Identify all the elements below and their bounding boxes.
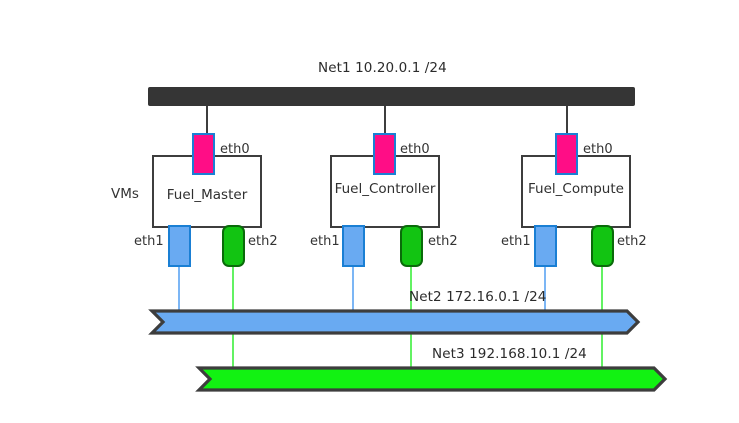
port-eth0-fuel-compute[interactable] [555, 133, 578, 175]
vm-name-fuel-compute: Fuel_Compute [528, 181, 624, 197]
wire-net1-to-fuel-master-eth0 [206, 106, 208, 135]
port-label-eth2-fuel-compute: eth2 [617, 234, 647, 249]
port-label-eth0-fuel-controller: eth0 [400, 142, 430, 157]
port-eth1-fuel-compute[interactable] [534, 225, 557, 267]
vm-name-fuel-master: Fuel_Master [166, 187, 248, 203]
wire-fuel-master-eth1-to-net2 [178, 267, 180, 312]
port-eth2-fuel-compute[interactable] [591, 225, 614, 267]
net3-label: Net3 192.168.10.1 /24 [432, 346, 587, 362]
port-label-eth2-fuel-master: eth2 [248, 234, 278, 249]
port-eth1-fuel-master[interactable] [168, 225, 191, 267]
port-eth0-fuel-master[interactable] [192, 133, 215, 175]
port-label-eth1-fuel-controller: eth1 [310, 234, 340, 249]
net2-label: Net2 172.16.0.1 /24 [409, 289, 547, 305]
port-eth2-fuel-master[interactable] [222, 225, 245, 267]
wire-net1-to-fuel-compute-eth0 [566, 106, 568, 135]
wire-fuel-controller-eth1-to-net2 [352, 267, 354, 312]
port-label-eth1-fuel-compute: eth1 [501, 234, 531, 249]
net2-bus-arrow[interactable] [148, 309, 641, 335]
wire-fuel-compute-eth1-to-net2 [544, 267, 546, 312]
wire-net1-to-fuel-controller-eth0 [384, 106, 386, 135]
vm-name-fuel-controller: Fuel_Controller [334, 181, 436, 197]
vms-group-label: VMs [111, 186, 139, 202]
net1-bus-bar[interactable] [148, 87, 635, 106]
port-eth0-fuel-controller[interactable] [373, 133, 396, 175]
port-eth1-fuel-controller[interactable] [342, 225, 365, 267]
port-label-eth2-fuel-controller: eth2 [428, 234, 458, 249]
port-eth2-fuel-controller[interactable] [400, 225, 423, 267]
net1-label: Net1 10.20.0.1 /24 [318, 60, 447, 76]
port-label-eth0-fuel-master: eth0 [220, 142, 250, 157]
port-label-eth0-fuel-compute: eth0 [583, 142, 613, 157]
net3-bus-arrow[interactable] [195, 366, 668, 392]
port-label-eth1-fuel-master: eth1 [134, 234, 164, 249]
